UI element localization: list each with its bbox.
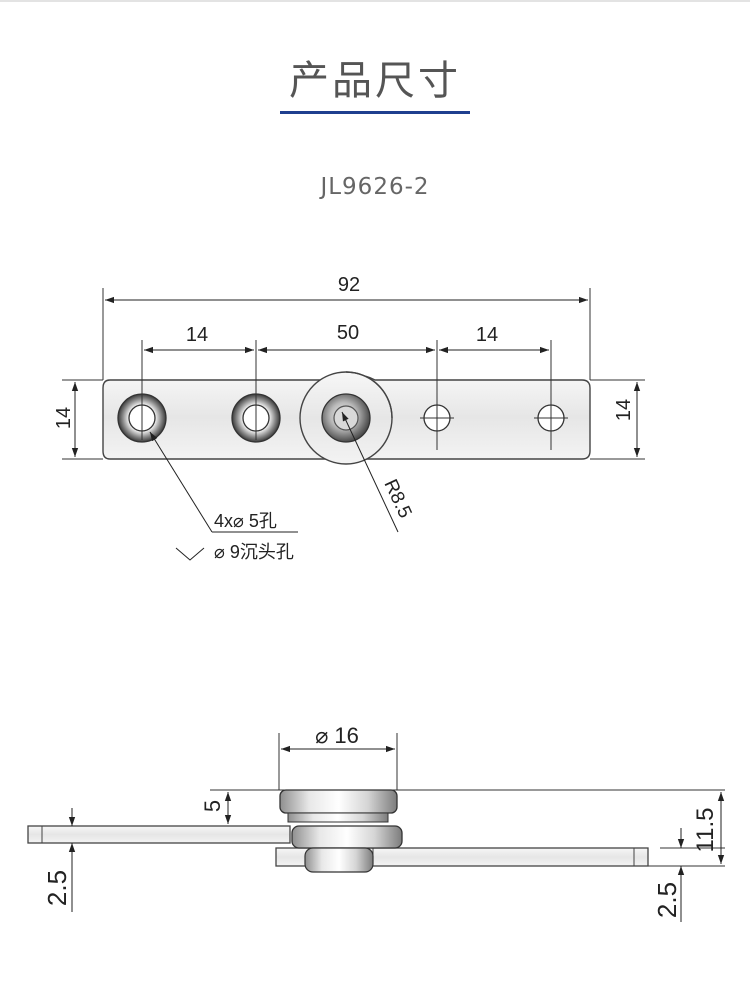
top-view: 92 14 50 14 14 14 R8.5 4x⌀ 5孔 ⌀ 9沉头孔 — [53, 274, 645, 562]
dim-radius: R8.5 — [379, 476, 415, 521]
center-lines — [141, 340, 568, 450]
upper-leaf — [27, 825, 291, 844]
dim-height-left: 14 — [53, 407, 75, 429]
top-divider — [0, 0, 750, 2]
dim-plate-left: 2.5 — [42, 870, 72, 906]
dim-center: 50 — [337, 322, 359, 344]
dim-height-right: 14 — [613, 399, 635, 421]
note-countersink: ⌀ 9沉头孔 — [214, 542, 294, 562]
dim-left-pitch: 14 — [186, 324, 208, 346]
title-underline — [280, 111, 470, 114]
countersink-symbol — [175, 547, 205, 561]
pivot-cap — [279, 789, 398, 814]
page-title: 产品尺寸 — [289, 58, 461, 104]
pivot-body — [291, 825, 403, 849]
pivot-pin — [321, 393, 371, 443]
dim-total: 11.5 — [692, 808, 719, 853]
dim-right-pitch: 14 — [476, 324, 498, 346]
side-view: ⌀ 16 5 11.5 2.5 2.5 — [27, 723, 725, 922]
pivot-washer — [287, 812, 389, 823]
model-number: JL9626-2 — [320, 174, 430, 200]
dim-plate-right: 2.5 — [652, 882, 682, 918]
dim-overall: 92 — [338, 274, 360, 296]
dim-cap: 5 — [200, 800, 225, 812]
dim-diameter: ⌀ 16 — [315, 723, 359, 748]
pivot-bottom — [304, 847, 374, 873]
note-holes: 4x⌀ 5孔 — [214, 511, 277, 531]
